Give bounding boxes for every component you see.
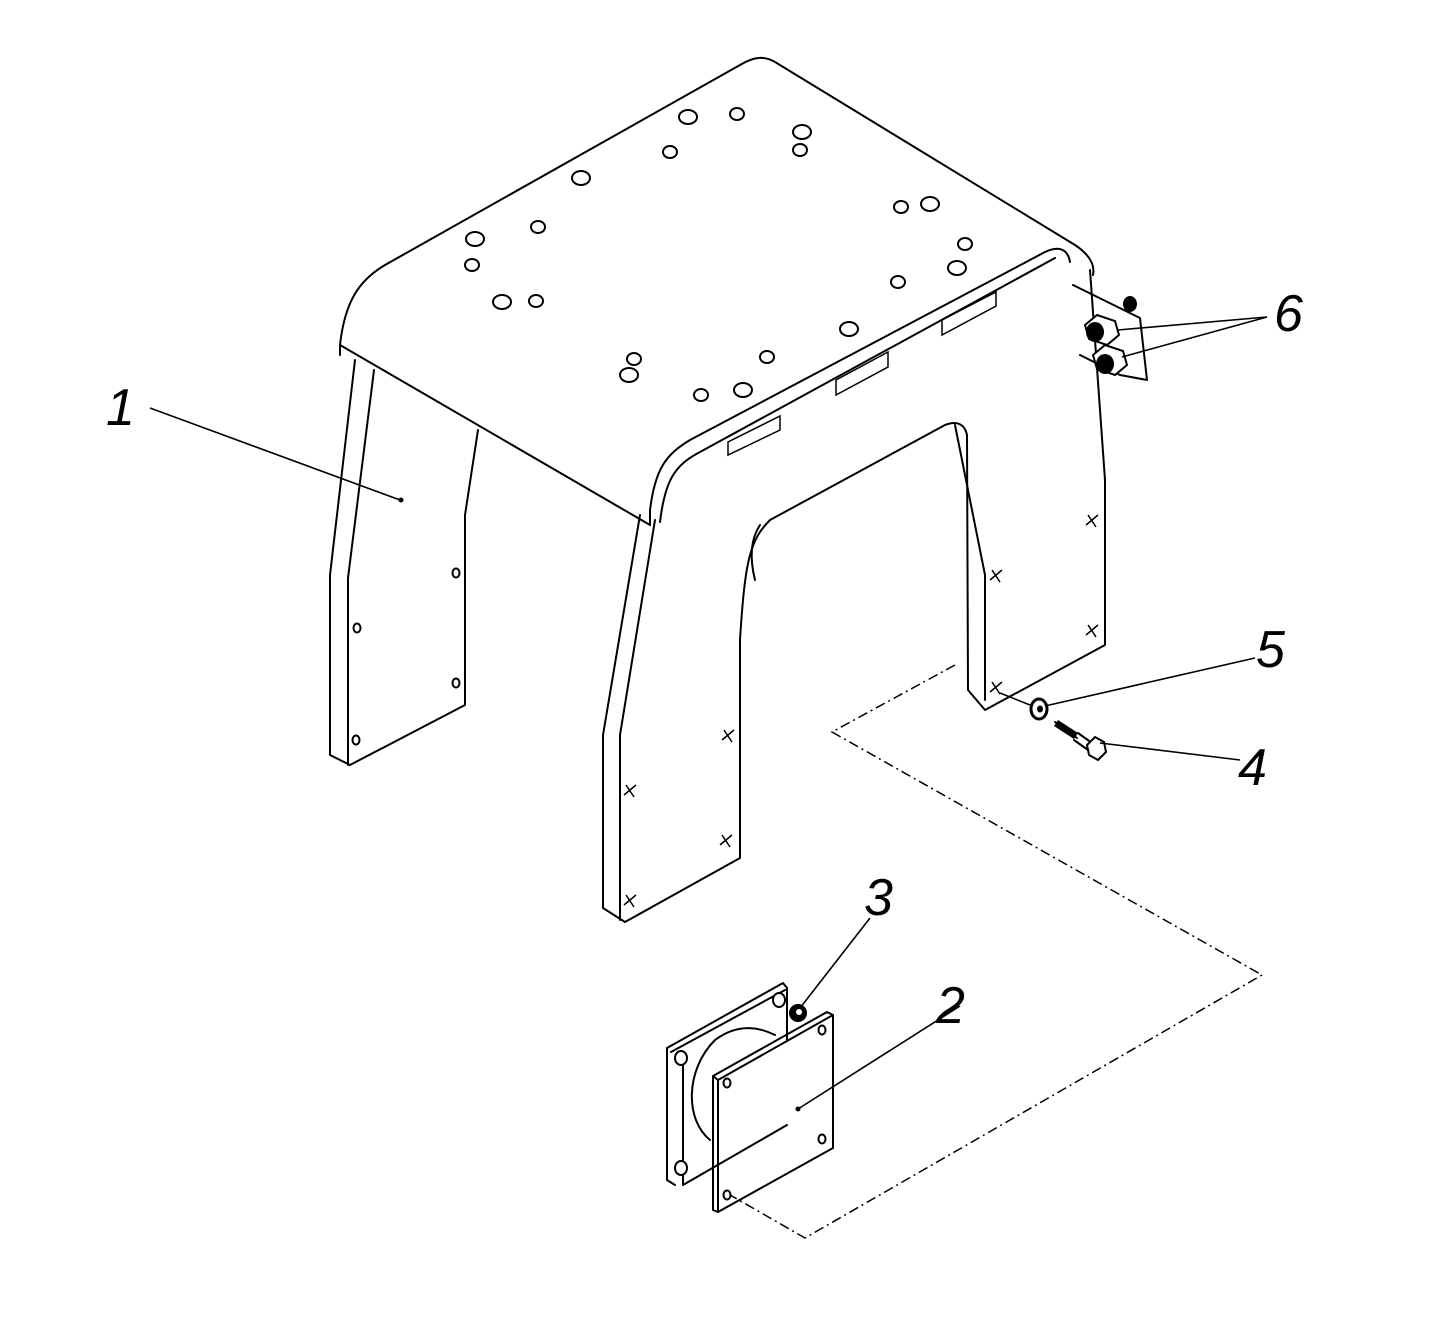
part-4-bolt xyxy=(1054,720,1108,762)
callout-4: 4 xyxy=(1238,739,1267,797)
callout-6: 6 xyxy=(1274,285,1303,343)
assembly-path-line xyxy=(729,664,1264,1239)
part-5-washer xyxy=(1029,697,1049,721)
part-1-frame xyxy=(329,56,1148,923)
callout-2: 2 xyxy=(936,977,965,1035)
leader-lines xyxy=(149,316,1268,1110)
callout-5: 5 xyxy=(1256,621,1285,679)
part-3-nut xyxy=(789,1004,807,1022)
callout-3: 3 xyxy=(864,869,893,927)
callout-1: 1 xyxy=(106,379,135,437)
top-plate-holes xyxy=(464,107,973,402)
part-6-nuts xyxy=(1083,296,1137,377)
part-2-mount xyxy=(666,982,834,1213)
